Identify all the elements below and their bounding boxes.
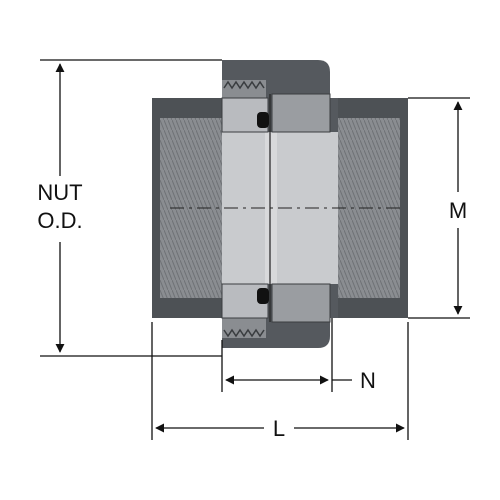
nut-thread-zone: [222, 80, 266, 338]
m-label: M: [449, 198, 467, 223]
o-ring-bottom: [257, 288, 269, 304]
dimension-l: L: [151, 322, 409, 441]
nut-od-label-line2: O.D.: [37, 208, 82, 233]
nut-od-label-line1: NUT: [37, 180, 82, 205]
o-rings: [257, 112, 269, 304]
dimension-n: N: [221, 318, 376, 393]
dimension-nut-od: NUT O.D.: [37, 59, 222, 357]
l-label: L: [273, 416, 285, 441]
n-label: N: [360, 368, 376, 393]
center-lines: [170, 94, 400, 322]
dimension-m: M: [408, 97, 470, 319]
o-ring-top: [257, 112, 269, 128]
